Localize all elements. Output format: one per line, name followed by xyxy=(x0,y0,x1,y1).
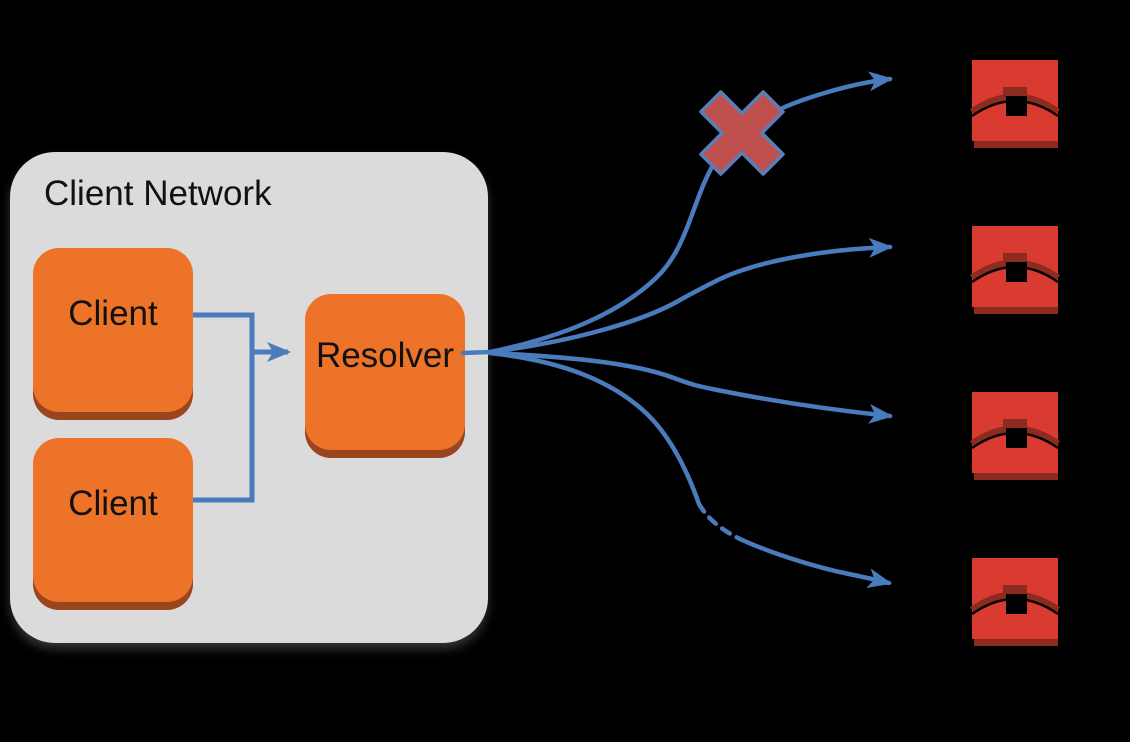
dns-server-icon-4 xyxy=(969,558,1061,646)
edge-clients-bracket xyxy=(193,312,255,503)
client-connectors xyxy=(193,312,291,503)
dns-server-icon-3 xyxy=(969,392,1061,480)
edge-resolver-server4-solid-start xyxy=(487,350,702,507)
client-node-1: Client xyxy=(33,248,193,412)
client-node-2: Client xyxy=(33,438,193,602)
client-1-label: Client xyxy=(68,294,158,333)
dns-server-icon-1 xyxy=(969,60,1061,148)
blocked-x-icon xyxy=(699,90,785,176)
edge-resolver-server3 xyxy=(487,350,893,424)
client-network-container: Client Network Client Client Resolver xyxy=(10,152,488,643)
client-network-label: Client Network xyxy=(44,174,272,213)
dns-server-icon-2 xyxy=(969,226,1061,314)
edge-resolver-server2 xyxy=(487,237,893,355)
edge-resolver-server4-dashed xyxy=(696,501,743,542)
edge-resolver-server1 xyxy=(487,71,893,355)
edge-resolver-stub xyxy=(460,349,493,356)
edge-resolver-server4-solid-end xyxy=(737,536,892,589)
resolver-label: Resolver xyxy=(315,336,455,375)
resolver-node: Resolver xyxy=(305,294,465,450)
resolver-fanout xyxy=(460,71,893,589)
client-2-label: Client xyxy=(68,484,158,523)
